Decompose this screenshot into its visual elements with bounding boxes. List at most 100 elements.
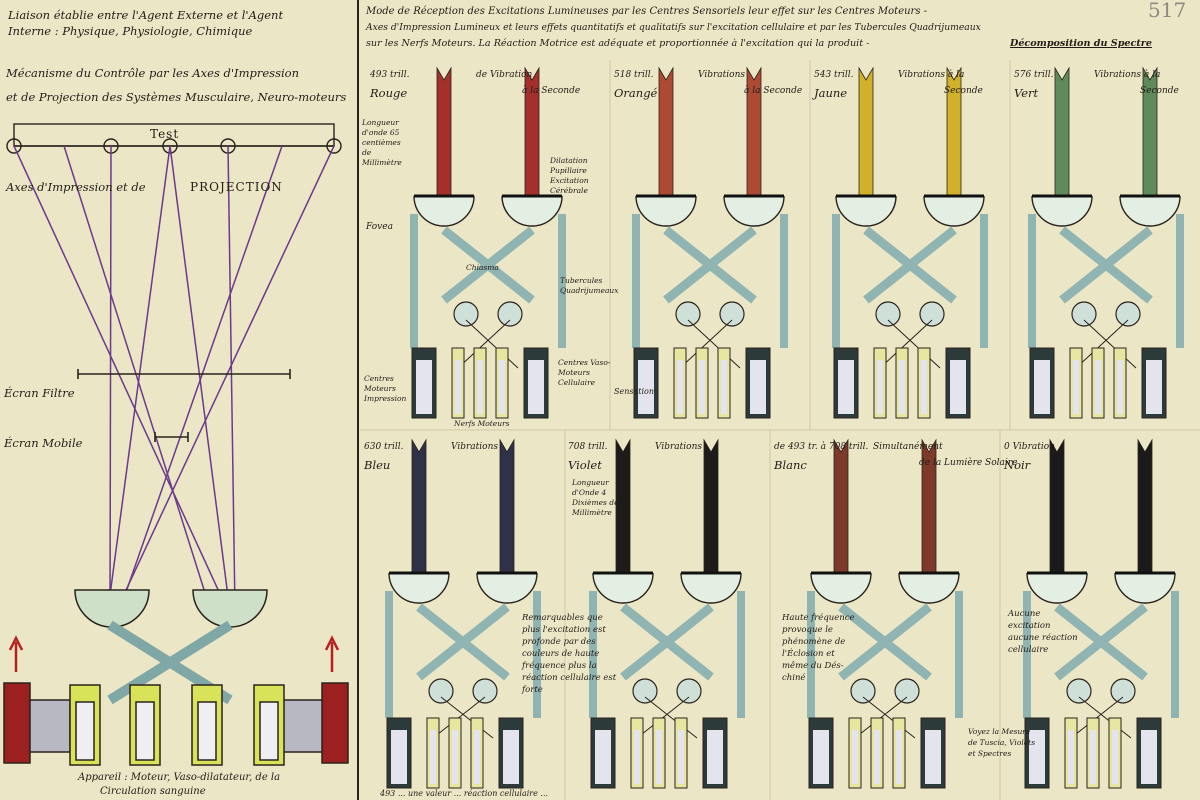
cell-fill [528,360,544,414]
panel-noir-name: Noir [1004,458,1031,472]
left-apparatus [3,589,349,766]
panel-orange-wave: 518 trill. [614,70,654,80]
tubercule-circle [675,301,701,327]
tubercule-circle [1066,678,1092,704]
cell-fill [921,360,927,414]
panel-rouge-wave: 493 trill. [370,70,410,80]
cell-fill [416,360,432,414]
annotation-fovea: Fovea [366,222,393,232]
tubercule-circle [850,678,876,704]
cell-fill [1117,360,1123,414]
annotation-onde: Longueur d'onde 65 centièmes de Millimèt… [362,118,402,167]
tubercule-circle [1115,301,1141,327]
cell-fill [699,360,705,414]
cell-fill [877,360,883,414]
panel-orange-vibration: Vibrations [698,70,745,80]
tubercule-circle [1110,678,1136,704]
cell-fill [813,730,829,784]
cell-fill [474,730,480,784]
right-header-emph: Décomposition du Spectre [1010,38,1152,49]
axes-label-b: PROJECTION [190,180,283,194]
cell-fill [1090,730,1096,784]
panel-violet-wave: 708 trill. [568,442,608,452]
optic-chiasma [620,603,714,681]
annotation-voir-note: Voyez la Mesure de Tuscia, Violets et Sp… [968,727,1036,758]
projection-axes [13,145,335,621]
optic-chiasma [416,603,510,681]
left-header-line1: Liaison établie entre l'Agent Externe et… [8,8,284,22]
eye-cup [501,195,563,227]
panel-rouge [410,66,566,419]
annotation-sensation: Sensation [614,387,654,396]
cell-fill [707,730,723,784]
eye-cup [388,572,450,604]
panel-blanc-wave: de 493 tr. à 708 trill. [774,442,869,452]
annotation-bottom-line: 493 ... une valeur ... réaction cellulai… [380,789,549,798]
cell-fill [838,360,854,414]
optic-chiasma [1059,226,1153,304]
eye-cup [1119,195,1181,227]
optic-nerve [632,214,788,348]
eye-cup [592,572,654,604]
panel-rouge-per-second: à la Seconde [522,86,581,96]
panel-blanc-name: Blanc [774,458,807,472]
test-label: Test [150,127,180,141]
panel-jaune-vibration: Vibrations à la [898,70,965,80]
cell-fill [503,730,519,784]
cell-fill [721,360,727,414]
panel-noir [1023,438,1179,789]
panel-blanc-vibration: Simultanément [873,442,943,452]
panel-bleu [385,438,541,789]
annotation-chiasma: Chiasma [466,263,499,272]
cell-fill [1112,730,1118,784]
tubercule-circle [472,678,498,704]
eye-cup [1026,572,1088,604]
left-title-line1: Mécanisme du Contrôle par les Axes d'Imp… [6,66,299,80]
annotation-tubercules: Tubercules Quadrijumeaux [560,276,619,295]
optic-nerve [589,591,745,718]
panel-bleu-vibration: Vibrations [451,442,498,452]
panel-blanc [807,438,963,789]
eye-cup [1031,195,1093,227]
cell-fill [634,730,640,784]
annotation-dilatation: Dilatation Pupillaire Excitation Cérébra… [550,156,589,195]
axes-label-a: Axes d'Impression et de [6,180,146,194]
tubercule-circle [676,678,702,704]
cell-fill [1073,360,1079,414]
tubercule-circle [894,678,920,704]
test-bar [6,123,342,154]
annotation-bleu-note: Remarquables que plus l'excitation est p… [522,613,617,695]
eye-cup [1114,572,1176,604]
left-title-line2: et de Projection des Systèmes Musculaire… [6,90,347,104]
panel-orange-name: Orangé [614,86,658,100]
cell-fill [677,360,683,414]
annotation-nerfs: Nerfs Moteurs [454,419,510,428]
cell-fill [950,360,966,414]
panel-violet-name: Violet [568,458,602,472]
eye-cup [923,195,985,227]
optic-chiasma [863,226,957,304]
optic-nerve [1028,214,1184,348]
eye-cup [898,572,960,604]
optic-nerve [410,214,566,348]
eye-cup [680,572,742,604]
panel-blanc-per-second: de la Lumière Solaire [919,458,1018,468]
cell-fill [896,730,902,784]
spectrum-panels [385,66,1184,789]
cell-fill [852,730,858,784]
panel-vert-wave: 576 trill. [1014,70,1054,80]
annotation-centres-vaso: Centres Vaso-Moteurs Cellulaire [558,358,611,387]
left-footer-line2: Circulation sanguine [100,786,206,797]
tubercule-circle [719,301,745,327]
tubercule-circle [497,301,523,327]
cell-fill [430,730,436,784]
optic-nerve [1023,591,1179,718]
tubercule-circle [453,301,479,327]
annotation-blanc-note: Haute fréquence provoque le phénomène de… [782,613,855,683]
panel-rouge-name: Rouge [370,86,408,100]
panel-rouge-vibration: de Vibration [476,70,533,80]
tubercule-circle [919,301,945,327]
motor-crossing [679,319,741,369]
